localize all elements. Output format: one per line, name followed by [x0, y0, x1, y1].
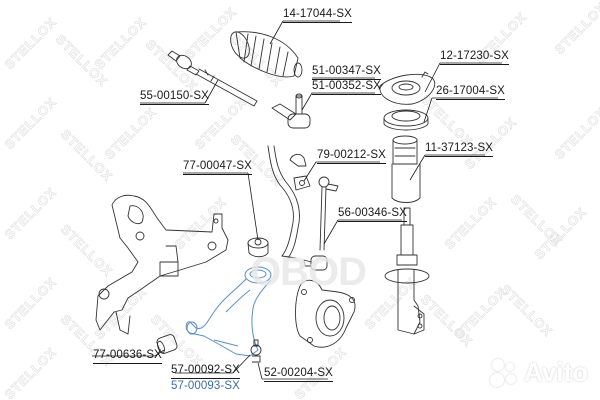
part-label-subframe-bushing: 77-00047-SX — [183, 160, 252, 175]
strut-bearing-drawing — [383, 109, 429, 131]
part-label-ball-joint: 52-00204-SX — [264, 367, 333, 382]
part-label-stabilizer-bushing: 79-00212-SX — [317, 149, 386, 164]
bump-stop-boot-drawing — [391, 135, 421, 203]
avito-text: Avito — [523, 357, 588, 387]
tie-rod-end-drawing — [271, 93, 311, 129]
part-label-bump-stop-boot: 11-37123-SX — [425, 142, 494, 157]
part-label-control-arm-left: 57-00092-SX — [171, 364, 240, 379]
control-arm-drawing — [185, 266, 272, 357]
tie-rod-boot-drawing — [230, 31, 303, 78]
part-label-control-arm-right: 57-00093-SX — [171, 380, 240, 392]
shock-absorber-drawing — [384, 207, 430, 335]
inner-tie-rod-drawing — [167, 50, 258, 107]
part-label-tie-rod-end-1: 51-00347-SX — [312, 65, 381, 80]
subframe-drawing — [95, 194, 229, 335]
strut-mount-drawing — [378, 71, 436, 105]
part-label-control-arm-bushing: 77-00636-SX — [93, 349, 162, 364]
part-label-tie-rod-end-2: 51-00352-SX — [312, 80, 381, 95]
avito-logo: Avito — [489, 357, 588, 388]
ball-joint-drawing — [250, 339, 262, 363]
part-label-strut-bearing: 26-17004-SX — [436, 85, 505, 100]
part-label-stabilizer-link: 56-00346-SX — [338, 207, 407, 222]
leader-lines — [92, 20, 502, 380]
subframe-bushing-drawing — [247, 237, 269, 258]
part-label-tie-rod-boot: 14-17044-SX — [283, 8, 352, 23]
avito-dots-icon — [489, 358, 520, 387]
stabilizer-bushing-drawing — [289, 153, 311, 191]
part-label-inner-tie-rod: 55-00150-SX — [140, 90, 209, 105]
stabilizer-link-drawing — [303, 176, 339, 271]
part-label-strut-mount: 12-17230-SX — [440, 50, 509, 65]
control-arm-bushing-drawing — [156, 334, 178, 354]
stabilizer-bar-drawing — [267, 145, 300, 259]
steering-knuckle-drawing — [295, 279, 356, 348]
